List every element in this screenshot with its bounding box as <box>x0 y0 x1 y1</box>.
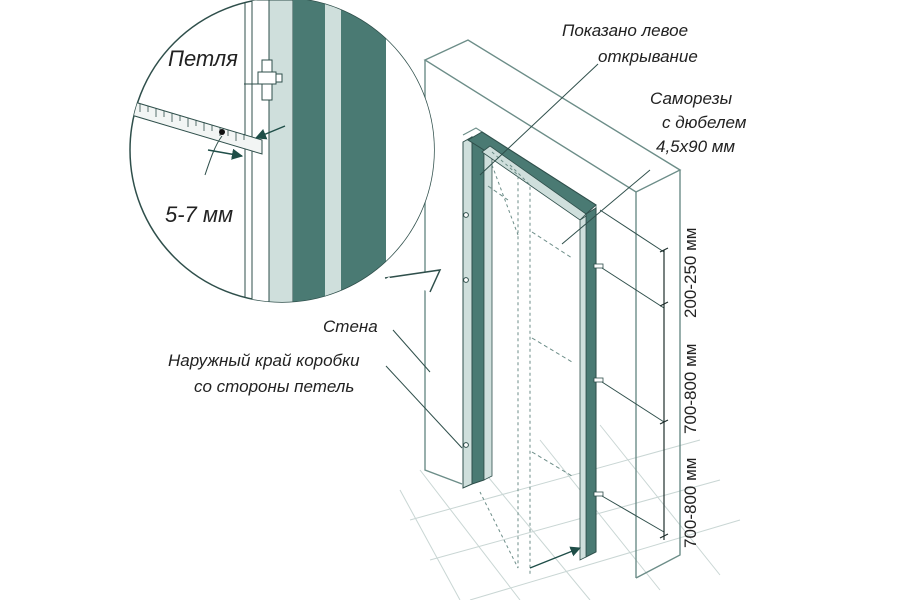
hinge-label: Петля <box>168 46 238 71</box>
frame-edge-label-line1: Наружный край коробки <box>168 351 360 370</box>
leader-lines <box>385 63 665 533</box>
gap-label: 5-7 мм <box>165 202 233 227</box>
frame-edge-label-line2: со стороны петель <box>194 377 354 396</box>
dimension-bottom-label: 700-800 мм <box>681 458 700 549</box>
dimension-line <box>659 247 669 540</box>
screws-label-line1: Саморезы <box>650 89 733 108</box>
wall-label: Стена <box>323 317 378 336</box>
hinge-pin-icon <box>257 59 283 101</box>
dimension-top-label: 200-250 мм <box>681 228 700 319</box>
left-opening-label-line1: Показано левое <box>562 21 688 40</box>
screws-label-line2: с дюбелем <box>662 113 747 132</box>
left-opening-label-line2: открывание <box>598 47 698 66</box>
magnified-hinge-callout <box>129 0 442 303</box>
lock-side-jamb <box>579 207 604 561</box>
opening-direction-arrow <box>529 546 581 569</box>
ruler <box>130 99 263 155</box>
screws-label-line3: 4,5х90 мм <box>656 137 735 156</box>
dimension-middle-label: 700-800 мм <box>681 344 700 435</box>
hinge-side-jamb <box>462 136 493 489</box>
floor-grid <box>399 424 741 601</box>
door-leaf-outline <box>479 151 531 575</box>
screws <box>487 185 573 477</box>
